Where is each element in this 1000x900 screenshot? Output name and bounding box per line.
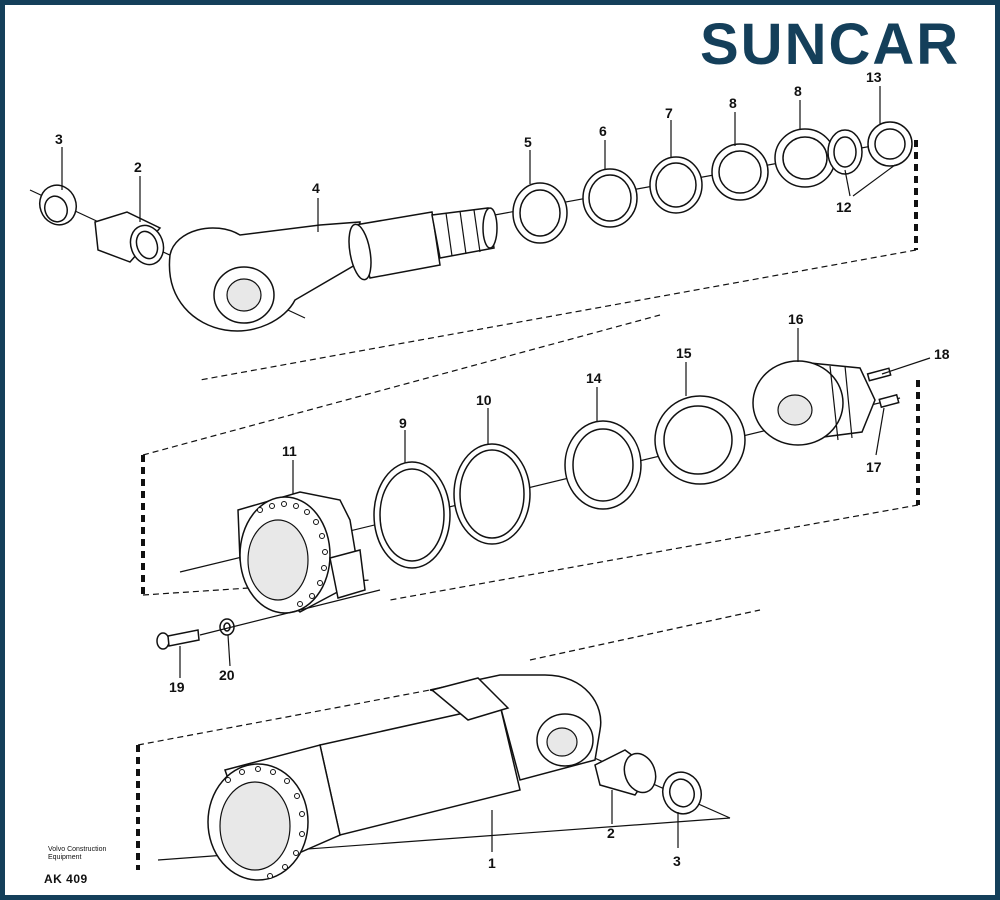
callout-labels: 3 2 4 5 6 7 8 8 13 12 11 9 10 14 15 16 1… bbox=[55, 69, 950, 871]
drawing-code: AK 409 bbox=[44, 872, 88, 886]
part-3-ring-bottom bbox=[662, 771, 702, 815]
part-13-wiper bbox=[867, 121, 913, 167]
part-12-wiper bbox=[827, 129, 863, 175]
callout-6: 6 bbox=[599, 123, 607, 139]
callout-9: 9 bbox=[399, 415, 407, 431]
part-9-ring bbox=[373, 461, 451, 569]
part-2-sleeve-bottom bbox=[594, 749, 657, 796]
part-3-bushing-ring bbox=[39, 184, 77, 226]
part-16-piston bbox=[752, 360, 876, 446]
footer-caption: Volvo Construction Equipment AK 409 bbox=[44, 846, 106, 886]
callout-5: 5 bbox=[524, 134, 532, 150]
callout-12: 12 bbox=[836, 199, 852, 215]
group-box-top bbox=[199, 140, 918, 381]
callout-3-top: 3 bbox=[55, 131, 63, 147]
callout-4: 4 bbox=[312, 180, 320, 196]
part-11-cylinder-head bbox=[237, 491, 366, 614]
callout-8: 8 bbox=[729, 95, 737, 111]
callout-11: 11 bbox=[282, 443, 297, 459]
callout-13: 13 bbox=[866, 69, 882, 85]
footer-line-1: Volvo Construction bbox=[48, 846, 107, 853]
part-2-sleeve bbox=[94, 211, 165, 266]
part-5-seal bbox=[512, 182, 568, 244]
part-18-screw bbox=[866, 367, 892, 382]
callout-2-bottom: 2 bbox=[607, 825, 615, 841]
part-19-bolt bbox=[156, 629, 200, 650]
callout-16: 16 bbox=[788, 311, 804, 327]
part-10-ring bbox=[453, 443, 531, 545]
brand-logo-text: SUNCAR bbox=[700, 14, 960, 72]
callout-1: 1 bbox=[488, 855, 496, 871]
part-6-ring bbox=[582, 168, 638, 228]
part-7-ring bbox=[649, 156, 703, 214]
callout-8-second: 8 bbox=[794, 83, 802, 99]
suncar-logo: SUNCAR bbox=[700, 14, 960, 72]
callout-14: 14 bbox=[586, 370, 602, 386]
callout-20: 20 bbox=[219, 667, 235, 683]
callout-18: 18 bbox=[934, 346, 950, 362]
group-box-bottom bbox=[136, 609, 761, 870]
part-4-piston-rod bbox=[168, 207, 498, 332]
callout-15: 15 bbox=[676, 345, 692, 361]
callout-7: 7 bbox=[665, 105, 673, 121]
part-17-screw bbox=[878, 393, 900, 409]
leader-lines bbox=[61, 86, 931, 852]
part-15-guide-ring bbox=[654, 395, 746, 485]
callout-2-top: 2 bbox=[134, 159, 142, 175]
callout-17: 17 bbox=[866, 459, 882, 475]
callout-3-bottom: 3 bbox=[673, 853, 681, 869]
footer-line-2: Equipment bbox=[48, 854, 82, 861]
callout-19: 19 bbox=[169, 679, 185, 695]
callout-10: 10 bbox=[476, 392, 492, 408]
part-14-ring bbox=[564, 420, 642, 510]
part-8-ring-second bbox=[774, 128, 836, 188]
part-8-ring bbox=[711, 143, 769, 201]
part-1-cylinder-tube bbox=[207, 674, 602, 881]
